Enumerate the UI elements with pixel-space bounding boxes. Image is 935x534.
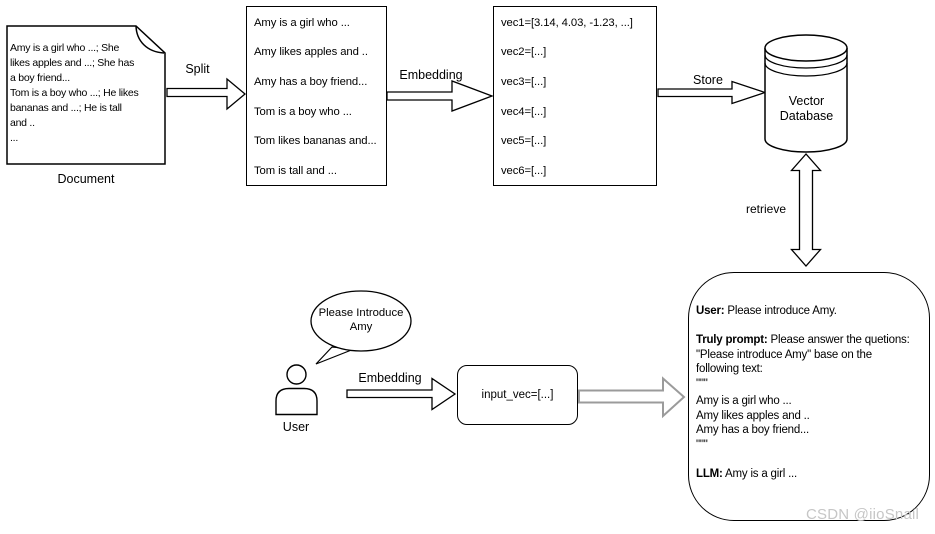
split-arrow-icon bbox=[166, 77, 247, 111]
input-to-prompt-arrow-icon bbox=[578, 376, 686, 419]
chunk-line: Amy is a girl who ... bbox=[254, 16, 350, 29]
database-icon bbox=[764, 34, 848, 153]
chunk-line: Tom is tall and ... bbox=[254, 164, 337, 177]
input-vec-text: input_vec=[...] bbox=[481, 389, 554, 401]
retrieve-arrow-label: retrieve bbox=[745, 202, 786, 216]
chunk-line: Amy has a boy friend... bbox=[254, 75, 368, 88]
vector-line: vec6=[...] bbox=[501, 164, 547, 177]
prompt-user-label: User: bbox=[696, 305, 725, 317]
user-label: User bbox=[282, 420, 310, 434]
prompt-llm-label: LLM: bbox=[696, 467, 723, 480]
user-embedding-arrow-icon bbox=[346, 377, 457, 411]
embedding-arrow-label: Embedding bbox=[399, 68, 463, 82]
user-embedding-arrow-label: Embedding bbox=[358, 371, 422, 385]
store-arrow-icon bbox=[657, 80, 768, 105]
split-arrow-label: Split bbox=[185, 62, 210, 76]
chunks-box: Amy is a girl who ... Amy likes apples a… bbox=[246, 6, 387, 186]
retrieve-arrow-icon bbox=[790, 153, 822, 267]
input-vec-box: input_vec=[...] bbox=[457, 365, 578, 425]
speech-bubble-icon bbox=[310, 290, 412, 365]
chunk-line: Amy likes apples and .. bbox=[254, 46, 368, 59]
prompt-truly-label: Truly prompt: bbox=[696, 334, 768, 346]
vector-line: vec3=[...] bbox=[501, 75, 547, 88]
document-shape-icon bbox=[6, 25, 166, 165]
prompt-panel: User: Please introduce Amy. Truly prompt… bbox=[688, 272, 930, 521]
vectors-box: vec1=[3.14, 4.03, -1.23, ...] vec2=[...]… bbox=[493, 6, 657, 186]
document-text: Amy is a girl who ...; She likes apples … bbox=[10, 42, 139, 144]
watermark: CSDN @iioSnail bbox=[806, 506, 920, 523]
document-label: Document bbox=[57, 172, 115, 186]
store-arrow-label: Store bbox=[693, 73, 723, 87]
spacer bbox=[696, 452, 927, 467]
prompt-user-line: User: Please introduce Amy. bbox=[696, 304, 927, 319]
prompt-llm-line: LLM: Amy is a girl ... bbox=[696, 467, 927, 482]
prompt-truly-text: Please answer the quetions: "Please intr… bbox=[696, 334, 910, 390]
vector-line: vec4=[...] bbox=[501, 105, 547, 118]
user-icon bbox=[275, 364, 318, 416]
vector-line: vec5=[...] bbox=[501, 135, 547, 148]
vector-line: vec2=[...] bbox=[501, 46, 547, 59]
spacer bbox=[696, 319, 927, 334]
prompt-context-text: Amy is a girl who ... Amy likes apples a… bbox=[696, 395, 810, 451]
prompt-truly-block: Truly prompt: Please answer the quetions… bbox=[696, 333, 927, 391]
speech-bubble-text: Please Introduce Amy bbox=[318, 307, 404, 333]
embedding-arrow-icon bbox=[386, 80, 494, 112]
vector-database-label: Vector Database bbox=[779, 94, 834, 123]
chunk-line: Tom likes bananas and... bbox=[254, 135, 377, 148]
chunk-line: Tom is a boy who ... bbox=[254, 105, 352, 118]
prompt-llm-text: Amy is a girl ... bbox=[725, 467, 798, 480]
vector-line: vec1=[3.14, 4.03, -1.23, ...] bbox=[501, 16, 633, 29]
prompt-user-text: Please introduce Amy. bbox=[727, 305, 837, 317]
